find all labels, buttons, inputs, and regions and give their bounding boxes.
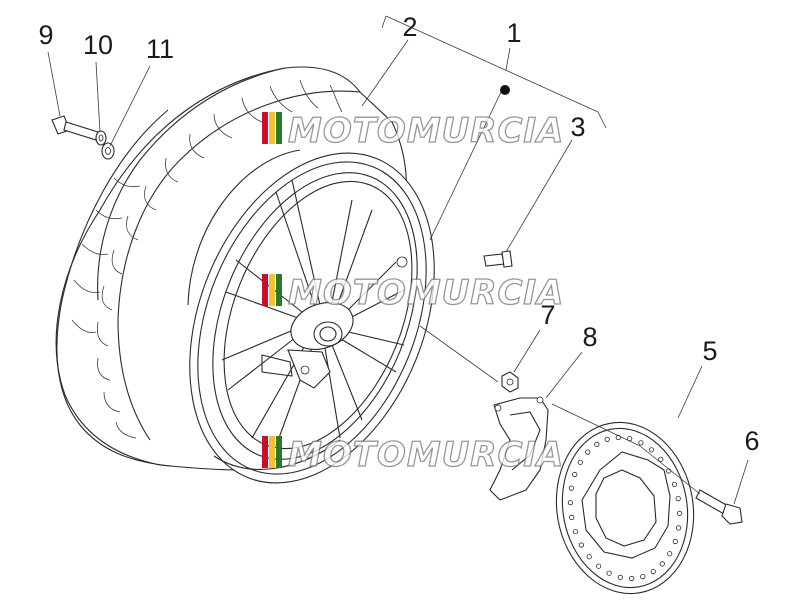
watermark-flag-red xyxy=(262,274,268,306)
sensor-bracket xyxy=(489,396,549,501)
disc-hole xyxy=(585,449,591,455)
part-labels: 1 2 3 5 6 7 8 9 10 11 xyxy=(38,12,759,456)
axle-bolt xyxy=(51,115,99,141)
part-label-2: 2 xyxy=(402,12,417,42)
brake-disc xyxy=(555,421,695,595)
disc-hole xyxy=(594,441,600,447)
disc-hole xyxy=(572,471,578,478)
disc-hole xyxy=(577,459,583,465)
disc-hole xyxy=(569,514,575,521)
watermark-top: MOTOMURCIA xyxy=(262,110,564,152)
disc-hole xyxy=(650,568,656,575)
disc-hole xyxy=(578,542,585,548)
disc-hole xyxy=(586,554,592,560)
part-label-6: 6 xyxy=(744,426,759,456)
reference-lines xyxy=(47,15,749,505)
disc-hole xyxy=(667,551,673,557)
part-label-7: 7 xyxy=(540,300,555,330)
washer-10 xyxy=(95,130,107,146)
nut xyxy=(501,371,519,393)
disc-hole xyxy=(659,561,665,567)
part-label-9: 9 xyxy=(38,20,53,50)
part-label-8: 8 xyxy=(582,322,597,352)
watermark-flag-green xyxy=(276,274,282,306)
part-label-10: 10 xyxy=(83,30,113,60)
disc-hole xyxy=(648,447,655,453)
watermark-flag-red xyxy=(262,436,268,468)
disc-hole xyxy=(658,456,664,462)
part-label-5: 5 xyxy=(702,336,717,366)
disc-hole xyxy=(676,510,683,517)
watermark-bottom: MOTOMURCIA xyxy=(262,434,564,476)
part-label-3: 3 xyxy=(570,112,585,142)
watermark-flag-yellow xyxy=(269,274,275,306)
watermark-flag-yellow xyxy=(269,112,275,144)
disc-hole xyxy=(672,538,678,545)
disc-hole xyxy=(572,529,579,535)
part-label-1: 1 xyxy=(506,18,521,48)
watermark-flag-green xyxy=(276,112,282,144)
disc-hole xyxy=(638,440,644,446)
disc-hole xyxy=(568,485,575,491)
disc-hole xyxy=(567,499,574,506)
disc-hole xyxy=(606,570,612,576)
watermark-flag-green xyxy=(276,436,282,468)
part-label-11: 11 xyxy=(146,34,174,64)
tire-valve xyxy=(483,250,513,268)
disc-bolt xyxy=(695,489,743,525)
disc-hole xyxy=(675,495,681,502)
watermark-flag-red xyxy=(262,112,268,144)
watermark-text: MOTOMURCIA xyxy=(288,435,564,475)
disc-hole xyxy=(604,436,610,442)
disc-hole xyxy=(640,573,646,580)
reference-dot xyxy=(500,85,510,95)
washer-11 xyxy=(101,142,115,160)
disc-hole xyxy=(629,575,635,582)
disc-hole xyxy=(595,563,602,569)
watermark-middle: MOTOMURCIA xyxy=(262,272,564,314)
disc-hole xyxy=(617,574,623,581)
watermark-flag-yellow xyxy=(269,436,275,468)
disc-hole xyxy=(671,481,678,487)
disc-hole xyxy=(675,525,682,531)
disc-hole xyxy=(665,468,672,474)
wheel-rim xyxy=(187,149,435,484)
watermark-text: MOTOMURCIA xyxy=(288,111,564,151)
watermark-text: MOTOMURCIA xyxy=(288,273,564,313)
